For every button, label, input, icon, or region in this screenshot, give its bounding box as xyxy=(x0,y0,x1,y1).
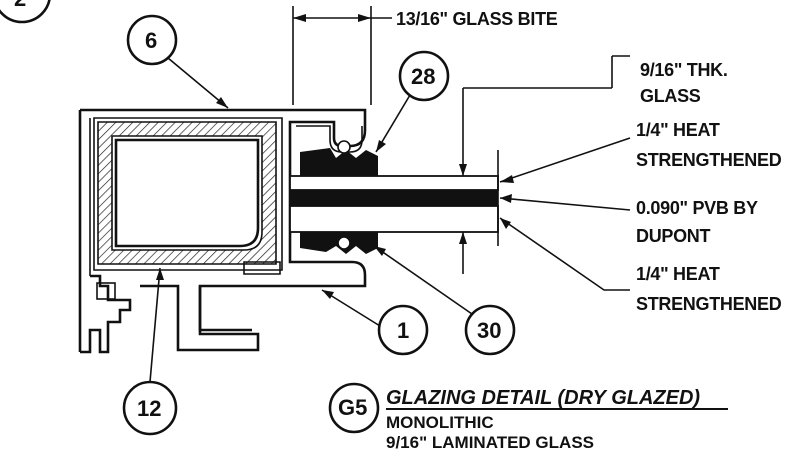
pvb-line1: 0.090" PVB BY xyxy=(636,198,758,218)
callout-30-text: 30 xyxy=(477,318,501,343)
callout-6-text: 6 xyxy=(145,28,157,53)
callout-bubble-30: 30 xyxy=(373,245,516,356)
heat-bot-line2: STRENGTHENED xyxy=(636,294,782,314)
callout-bubble-2: 2 xyxy=(0,0,51,24)
heat-top-line2: STRENGTHENED xyxy=(636,150,782,170)
gasket-bottom xyxy=(300,232,378,254)
detail-line2: 9/16" LAMINATED GLASS xyxy=(386,433,594,452)
right-labels: 9/16" THK. GLASS 1/4" HEAT STRENGTHENED … xyxy=(636,60,782,314)
callout-bubble-6: 6 xyxy=(126,14,229,109)
glass-thk-line1: 9/16" THK. xyxy=(640,60,728,80)
detail-title: GLAZING DETAIL (DRY GLAZED) xyxy=(386,387,700,409)
callout-bubble-28: 28 xyxy=(375,50,450,153)
callout-1-text: 1 xyxy=(397,318,409,343)
gasket-top xyxy=(300,140,378,176)
glass-thickness-dimension xyxy=(459,55,630,274)
callout-bubble-1: 1 xyxy=(321,289,429,356)
detail-line1: MONOLITHIC xyxy=(386,413,494,432)
glass-bite-label: 13/16" GLASS BITE xyxy=(396,9,558,29)
glass-bite-dimension: 13/16" GLASS BITE xyxy=(292,6,558,105)
callout-28-text: 28 xyxy=(411,64,435,89)
laminated-glass xyxy=(289,150,499,246)
frame-extrusion xyxy=(78,108,367,354)
detail-title-block: G5 GLAZING DETAIL (DRY GLAZED) MONOLITHI… xyxy=(328,382,728,452)
callout-2-text: 2 xyxy=(14,0,26,11)
callout-12-text: 12 xyxy=(137,396,161,421)
heat-bot-line1: 1/4" HEAT xyxy=(636,264,720,284)
leaders-right xyxy=(499,137,631,291)
pvb-line2: DUPONT xyxy=(636,226,711,246)
glass-thk-line2: GLASS xyxy=(640,86,701,106)
detail-tag: G5 xyxy=(338,395,367,420)
heat-top-line1: 1/4" HEAT xyxy=(636,120,720,140)
callout-bubble-12: 12 xyxy=(122,267,178,436)
